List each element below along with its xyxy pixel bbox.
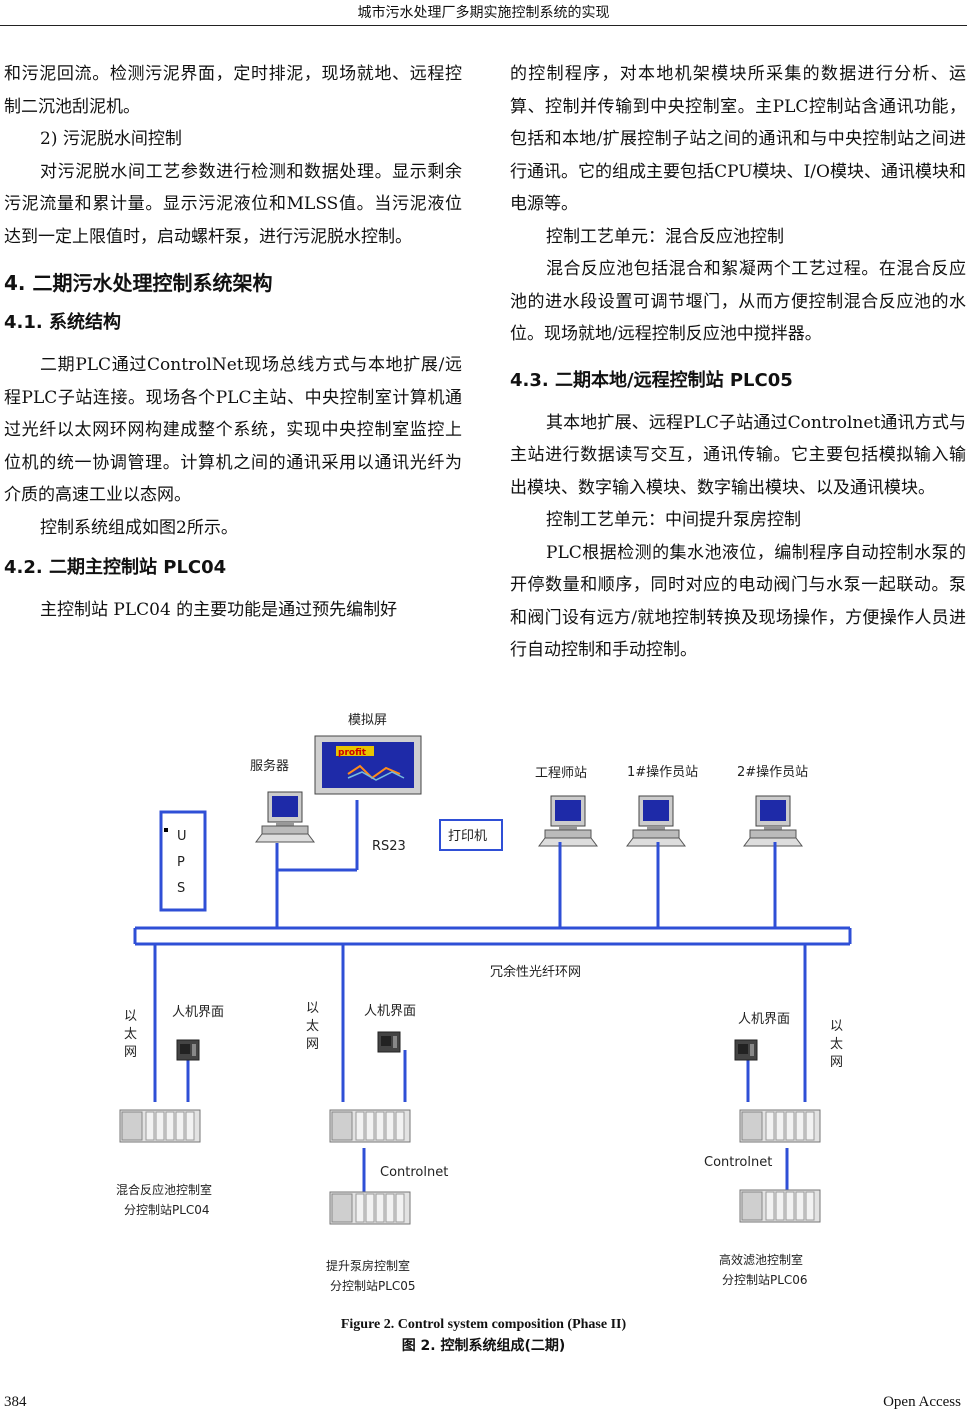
hmi-panel-icon	[176, 1039, 200, 1061]
section-heading-4: 4. 二期污水处理控制系统架构	[4, 271, 273, 295]
plc05-caption-line1: 提升泵房控制室	[326, 1258, 410, 1273]
fiber-ring-bus	[133, 800, 852, 1192]
ethernet-char: 网	[830, 1055, 843, 1070]
figure-caption-en: Figure 2. Control system composition (Ph…	[340, 1317, 627, 1332]
ethernet-char: 以	[830, 1019, 843, 1034]
ups-box	[159, 810, 207, 912]
left-column: 和污泥回流。检测污泥界面，定时排泥，现场就地、远程控制二沉池刮泥机。 2) 污泥…	[4, 58, 462, 627]
control-system-diagram: 模拟屏 profit 服务器 RS23 打印机 工程师站 1#操作员站 2#操作…	[116, 713, 852, 1293]
hmi-label: 人机界面	[172, 1005, 224, 1020]
paragraph: PLC根据检测的集水池液位，编制程序自动控制水泵的开停数量和顺序，同时对应的电动…	[510, 542, 966, 661]
ethernet-char: 太	[124, 1027, 137, 1042]
display-screen-label: 模拟屏	[348, 713, 387, 728]
ethernet-char: 网	[124, 1045, 137, 1060]
operator-station-1-label: 1#操作员站	[627, 764, 698, 780]
ethernet-char: 以	[124, 1009, 137, 1024]
header-rule	[0, 25, 967, 26]
paragraph: 控制系统组成如图2所示。	[40, 517, 238, 538]
ups-letter: P	[177, 855, 185, 870]
plc04-rack-icon	[119, 1109, 201, 1143]
plc04-caption-line2: 分控制站PLC04	[124, 1203, 210, 1217]
server-label: 服务器	[250, 758, 289, 774]
ups-letter: S	[177, 881, 185, 896]
hmi-label: 人机界面	[364, 1004, 416, 1019]
controlnet-label: Controlnet	[704, 1155, 772, 1170]
ethernet-char: 太	[830, 1037, 843, 1052]
engineer-station-label: 工程师站	[535, 766, 587, 781]
paragraph: 的控制程序，对本地机架模块所采集的数据进行分析、运算、控制并传输到中央控制室。主…	[510, 64, 966, 214]
hmi-panel-icon	[377, 1031, 401, 1053]
plc06-main-rack-icon	[739, 1109, 821, 1143]
list-item-heading: 2) 污泥脱水间控制	[40, 129, 182, 149]
rs23-label: RS23	[372, 839, 406, 854]
plc05-caption-line2: 分控制站PLC05	[330, 1279, 416, 1293]
plc06-remote-rack-icon	[739, 1189, 821, 1223]
paragraph: 主控制站 PLC04 的主要功能是通过预先编制好	[40, 600, 398, 620]
open-access-label: Open Access	[883, 1394, 961, 1410]
operator-2-computer-icon	[743, 795, 803, 847]
right-column: 的控制程序，对本地机架模块所采集的数据进行分析、运算、控制并传输到中央控制室。主…	[510, 58, 966, 667]
printer-label: 打印机	[448, 829, 487, 844]
engineer-computer-icon	[538, 795, 598, 847]
section-heading-4-1: 4.1. 系统结构	[4, 312, 121, 333]
server-computer-icon	[255, 791, 315, 843]
plc05-main-rack-icon	[329, 1109, 411, 1143]
paragraph: 其本地扩展、远程PLC子站通过Controlnet通讯方式与主站进行数据读写交互…	[510, 412, 966, 498]
paragraph: 控制工艺单元：中间提升泵房控制	[546, 510, 801, 530]
ethernet-char: 以	[306, 1001, 319, 1016]
hmi-panel-icon	[734, 1039, 758, 1061]
paragraph: 控制工艺单元：混合反应池控制	[546, 226, 784, 247]
paragraph: 和污泥回流。检测污泥界面，定时排泥，现场就地、远程控制二沉池刮泥机。	[4, 64, 462, 117]
hmi-label: 人机界面	[738, 1012, 790, 1027]
plc05-remote-rack-icon	[329, 1191, 411, 1225]
plc04-caption-line1: 混合反应池控制室	[116, 1182, 212, 1197]
plc06-caption-line2: 分控制站PLC06	[722, 1273, 808, 1287]
fiber-ring-label: 冗余性光纤环网	[490, 964, 581, 980]
section-heading-4-2: 4.2. 二期主控制站 PLC04	[4, 557, 227, 578]
screen-logo: profit	[338, 748, 367, 758]
page-number: 384	[4, 1394, 27, 1410]
controlnet-label: Controlnet	[380, 1165, 448, 1180]
printer-box	[439, 819, 503, 851]
ethernet-char: 太	[306, 1019, 319, 1034]
figure-caption-cn: 图 2. 控制系统组成(二期)	[401, 1338, 566, 1354]
plc06-caption-line1: 高效滤池控制室	[719, 1252, 803, 1267]
ethernet-char: 网	[306, 1037, 319, 1052]
running-header: 城市污水处理厂多期实施控制系统的实现	[357, 5, 610, 21]
display-screen-icon: profit	[314, 735, 422, 795]
paragraph: 混合反应池包括混合和絮凝两个工艺过程。在混合反应池的进水段设置可调节堰门，从而方…	[510, 259, 966, 344]
operator-station-2-label: 2#操作员站	[737, 764, 808, 780]
ups-letter: U	[177, 829, 187, 844]
paragraph: 对污泥脱水间工艺参数进行检测和数据处理。显示剩余污泥流量和累计量。显示污泥液位和…	[4, 161, 462, 247]
paragraph: 二期PLC通过ControlNet现场总线方式与本地扩展/远程PLC子站连接。现…	[4, 355, 462, 505]
section-heading-4-3: 4.3. 二期本地/远程控制站 PLC05	[510, 369, 793, 391]
operator-1-computer-icon	[626, 795, 686, 847]
